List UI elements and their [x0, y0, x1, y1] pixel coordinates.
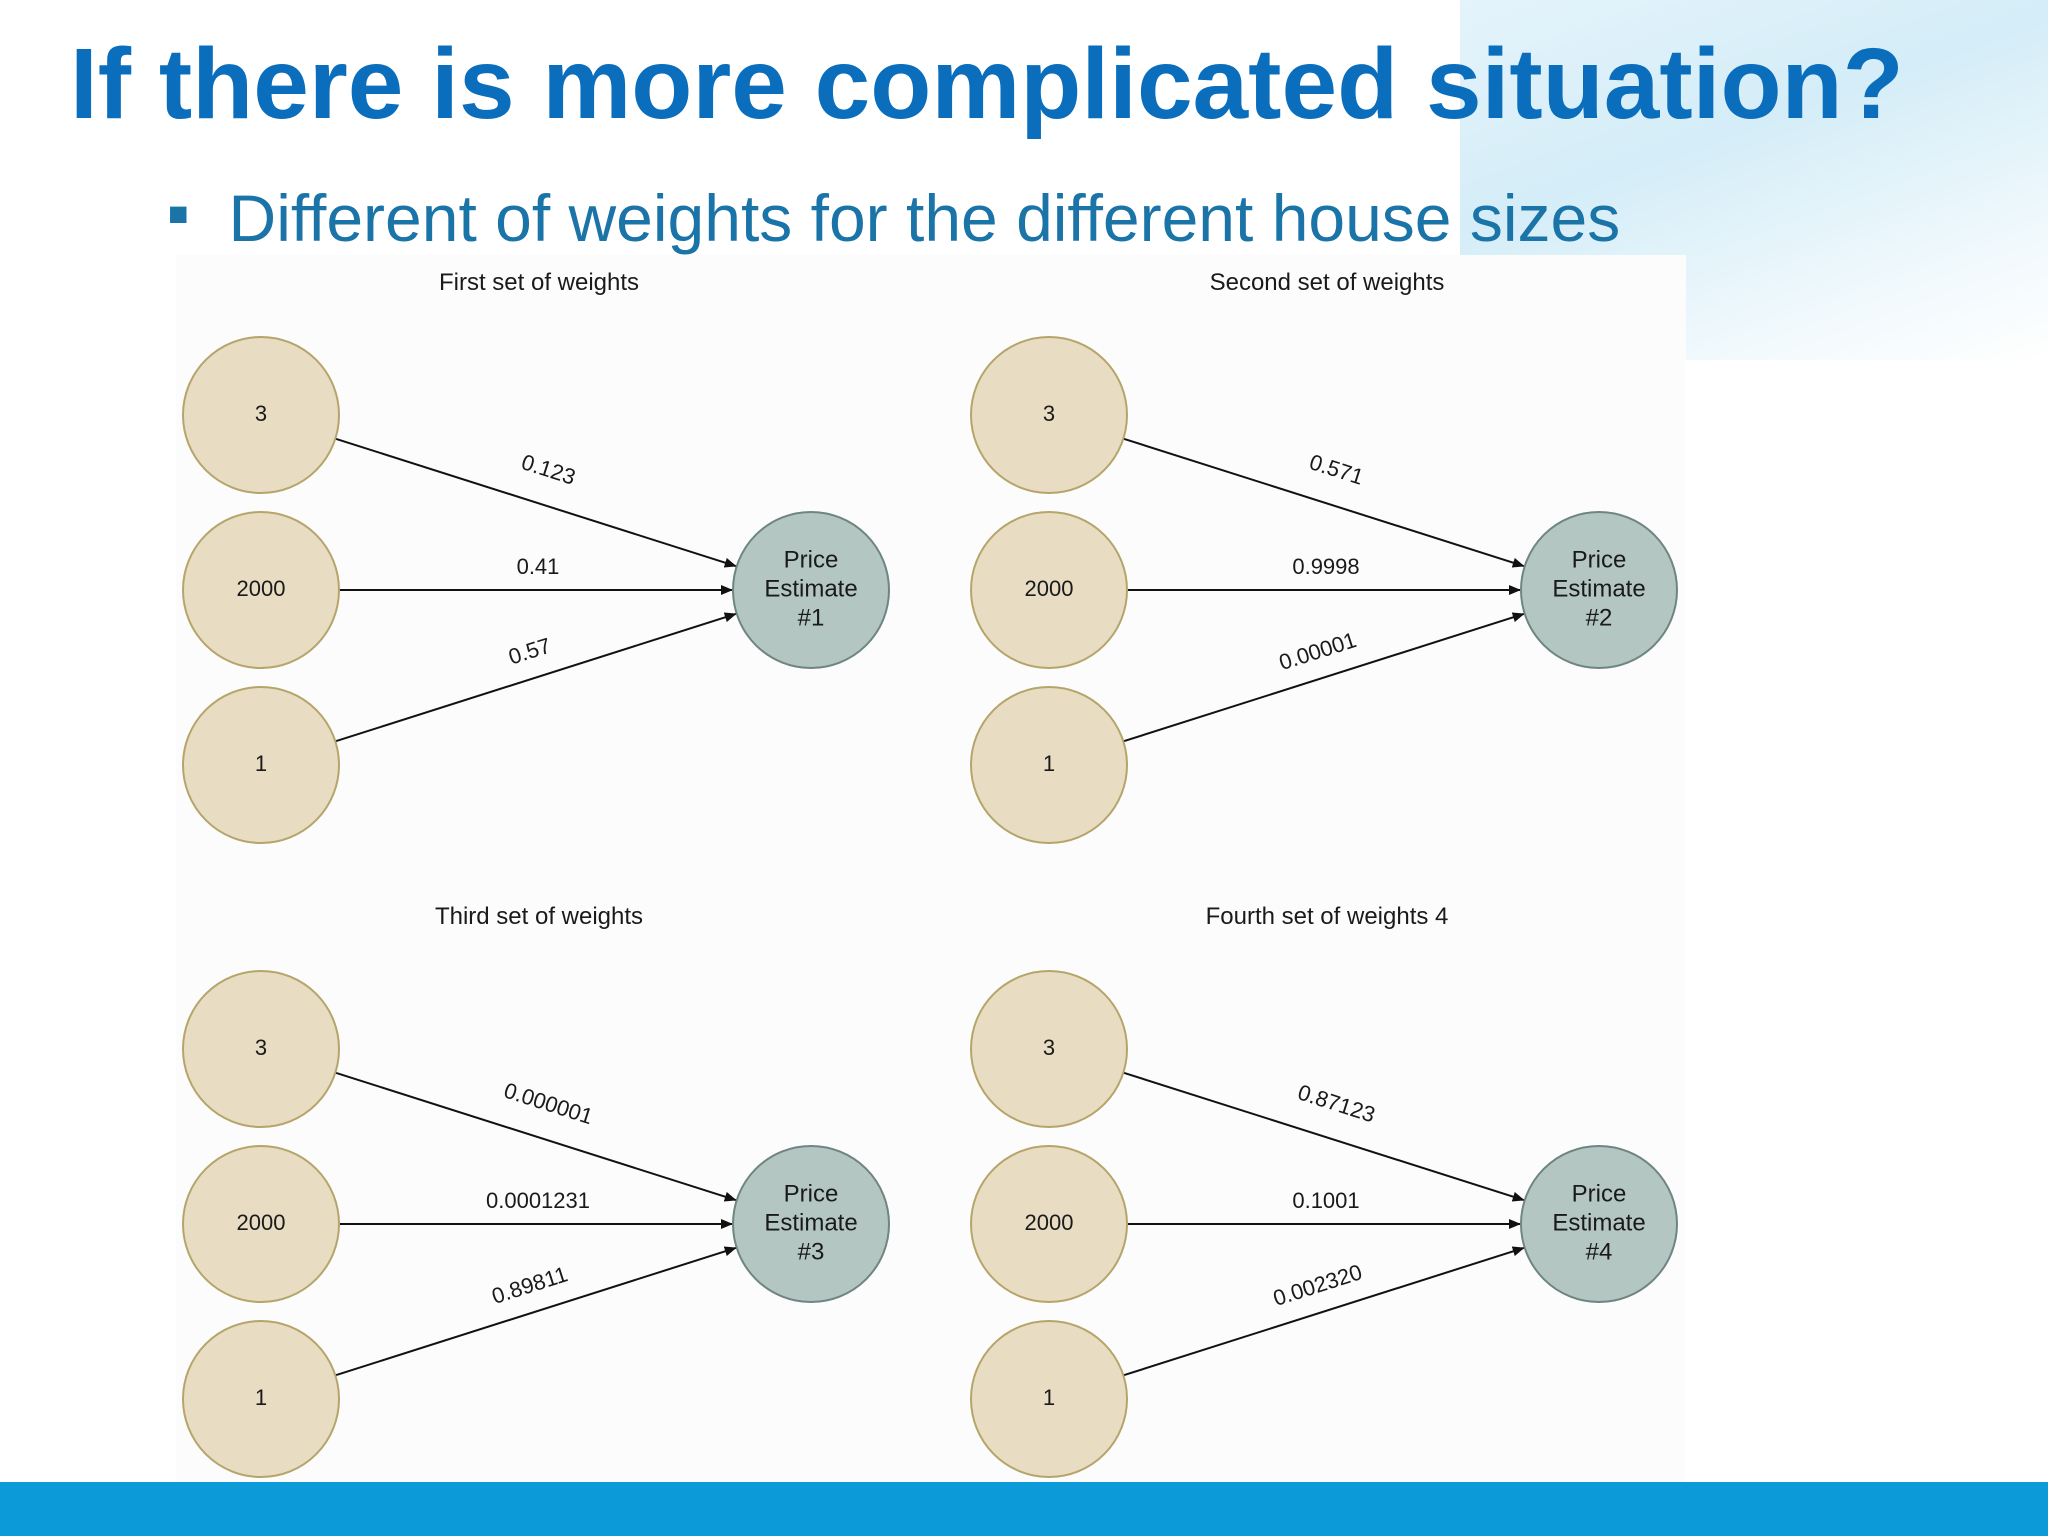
input-node-label: 2000	[237, 1210, 286, 1235]
weights-diagram-1: First set of weights 0.123 0.41 0.57 3 2000 1 P…	[182, 269, 890, 844]
slide-title: If there is more complicated situation?	[70, 28, 1904, 140]
input-node-label: 3	[255, 1035, 267, 1060]
diagram-title: Second set of weights	[1210, 269, 1445, 296]
input-node	[970, 970, 1128, 1128]
weights-diagram-4: Fourth set of weights 40.871230.10010.00…	[970, 903, 1678, 1478]
footer-bar	[0, 1482, 2048, 1536]
output-node-label: Estimate	[1552, 1209, 1645, 1236]
input-node-label: 3	[255, 401, 267, 426]
output-node-label: Price	[784, 546, 839, 573]
input-node	[182, 1145, 340, 1303]
output-node	[732, 1145, 890, 1303]
bullet-marker: ■	[168, 195, 189, 233]
input-node	[970, 686, 1128, 844]
input-node	[182, 511, 340, 669]
input-node	[970, 1145, 1128, 1303]
weight-edge	[333, 1071, 737, 1202]
weight-label: 0.41	[517, 554, 560, 579]
output-node-label: #1	[798, 604, 825, 631]
output-node-label: Estimate	[1552, 575, 1645, 602]
input-node-label: 2000	[237, 576, 286, 601]
weight-label: 0.89811	[489, 1261, 571, 1308]
output-node-label: #2	[1586, 604, 1613, 631]
weight-edge	[1121, 612, 1525, 743]
diagram-title: First set of weights	[439, 269, 639, 296]
input-node	[182, 336, 340, 494]
weight-edge	[333, 612, 737, 743]
output-node	[732, 511, 890, 669]
output-node-label: Price	[1572, 1180, 1627, 1207]
weight-edge	[333, 1246, 737, 1377]
weight-label: 0.000001	[501, 1078, 596, 1130]
weight-edge	[1121, 1071, 1525, 1202]
input-node-label: 1	[255, 751, 267, 776]
output-node-label: #3	[798, 1238, 825, 1265]
input-node-label: 3	[1043, 401, 1055, 426]
input-node	[182, 686, 340, 844]
weight-label: 0.9998	[1292, 554, 1359, 579]
weight-edge	[333, 437, 737, 568]
input-node	[182, 970, 340, 1128]
output-node-label: Price	[784, 1180, 839, 1207]
weight-label: 0.123	[519, 449, 579, 490]
bullet-text: Different of weights for the different h…	[228, 181, 1621, 255]
output-node-label: Price	[1572, 546, 1627, 573]
output-node-label: #4	[1586, 1238, 1613, 1265]
input-node-label: 1	[1043, 751, 1055, 776]
weight-label: 0.87123	[1295, 1079, 1378, 1127]
bullet-item: ■ Different of weights for the different …	[168, 176, 1620, 256]
weights-diagram-2: Second set of weights 0.571 0.9998 0.00001 3…	[970, 269, 1678, 844]
output-node	[1520, 511, 1678, 669]
weight-edge	[1121, 437, 1525, 568]
input-node	[970, 336, 1128, 494]
input-node-label: 1	[255, 1385, 267, 1410]
weight-label: 0.1001	[1292, 1188, 1359, 1213]
weights-diagram-3: Third set of weights 0.000001 0.0001231 0.8…	[182, 903, 890, 1478]
input-node	[182, 1320, 340, 1478]
weight-label: 0.00001	[1276, 627, 1359, 675]
weight-edge	[1121, 1246, 1525, 1377]
output-node	[1520, 1145, 1678, 1303]
weight-label: 0.0001231	[486, 1188, 590, 1213]
input-node	[970, 511, 1128, 669]
output-node-label: Estimate	[764, 1209, 857, 1236]
input-node-label: 1	[1043, 1385, 1055, 1410]
output-node-label: Estimate	[764, 575, 857, 602]
input-node-label: 2000	[1025, 1210, 1074, 1235]
neural-network-diagrams: First set of weights0.1230.410.57320001P…	[182, 269, 1678, 1478]
input-node	[970, 1320, 1128, 1478]
weight-label: 0.571	[1307, 449, 1367, 490]
diagram-title: Fourth set of weights 4	[1206, 903, 1449, 930]
input-node-label: 3	[1043, 1035, 1055, 1060]
diagram-title: Third set of weights	[435, 903, 643, 930]
weight-label: 0.57	[505, 633, 553, 670]
input-node-label: 2000	[1025, 576, 1074, 601]
